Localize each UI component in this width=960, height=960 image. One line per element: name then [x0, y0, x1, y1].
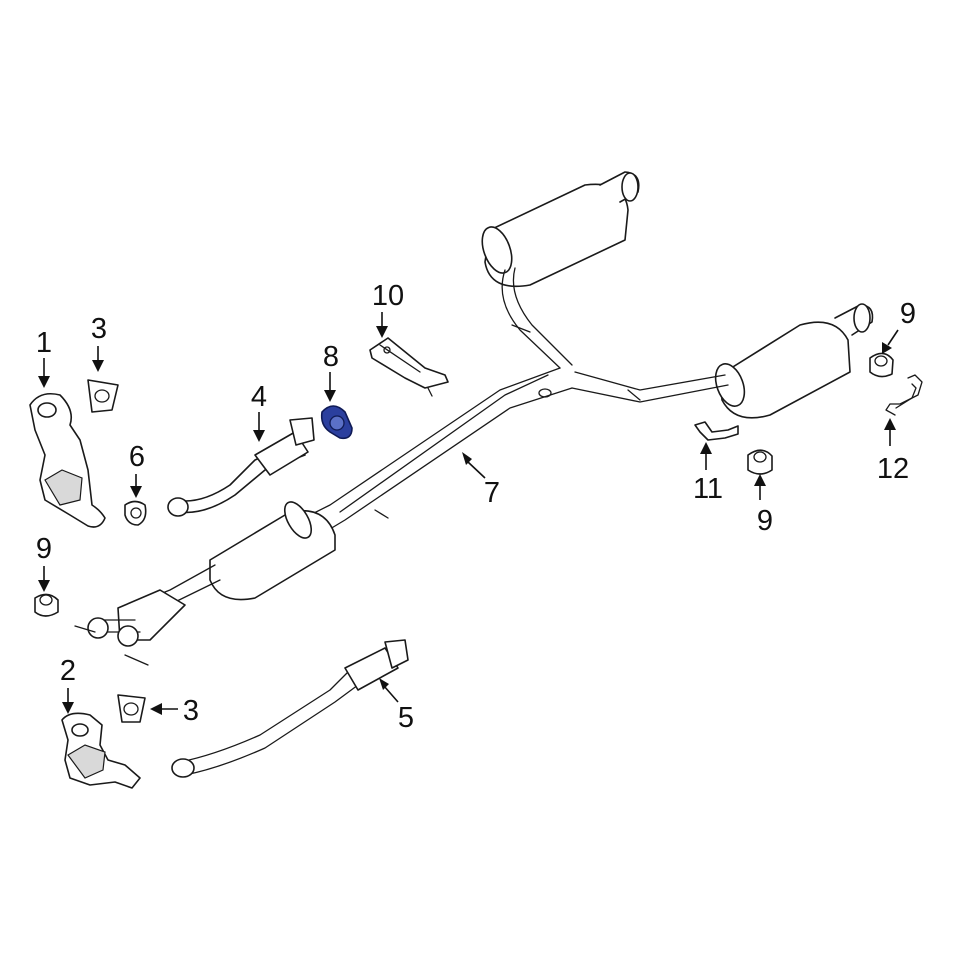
part-12-hanger-rod[interactable] [885, 374, 923, 416]
part-3-gasket-upper[interactable] [87, 379, 119, 413]
callout-1: 1 [36, 327, 52, 359]
callout-2: 2 [60, 655, 76, 687]
part-10-bracket[interactable] [369, 337, 449, 397]
part-7-main-pipe-assembly[interactable] [74, 171, 874, 666]
callout-4: 4 [251, 381, 267, 413]
part-3-gasket-lower[interactable] [117, 694, 146, 723]
callout-9-left: 9 [36, 533, 52, 565]
part-1-catalytic-converter[interactable] [29, 392, 106, 528]
callout-10: 10 [372, 280, 404, 312]
callout-6: 6 [129, 441, 145, 473]
callout-11: 11 [693, 473, 723, 505]
part-4-front-pipe[interactable] [167, 417, 315, 517]
callout-3-upper: 3 [91, 313, 107, 345]
part-2-catalytic-converter[interactable] [61, 712, 141, 789]
part-8-gasket-highlighted[interactable] [320, 405, 353, 440]
part-9-insulator-right[interactable] [869, 352, 894, 378]
callout-3-lower: 3 [183, 695, 199, 727]
callout-8: 8 [323, 341, 339, 373]
callout-9-right: 9 [900, 298, 916, 330]
part-5-front-pipe[interactable] [171, 639, 409, 778]
callout-9-middle: 9 [757, 505, 773, 537]
callout-arrows [38, 312, 899, 715]
part-9-insulator-left[interactable] [34, 593, 59, 617]
callout-labels: 1 3 6 4 8 10 7 9 2 3 5 11 9 9 12 [36, 280, 916, 734]
part-6-gasket[interactable] [124, 500, 147, 526]
callout-5: 5 [398, 702, 414, 734]
part-11-hanger[interactable] [694, 421, 739, 441]
part-9-insulator-middle[interactable] [747, 449, 773, 475]
callout-12: 12 [877, 453, 909, 485]
callout-7: 7 [484, 477, 500, 509]
